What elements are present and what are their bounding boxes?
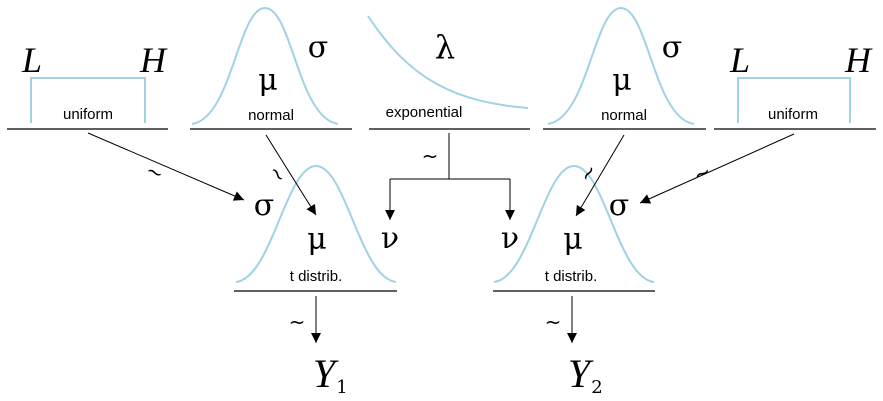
t-label-right: t distrib. [545,268,598,285]
normal-sd-symbol-left: σ [308,30,328,65]
distributed-as-marks: ~ ~ ~ ~ ~ ~ ~ [142,144,714,334]
tilde-normal-right: ~ [573,159,602,186]
t-df-symbol-left: ν [381,221,399,256]
outcome-subscript-y1: 1 [336,377,347,398]
outcome-y2: Y 2 [568,351,603,398]
t-curve-right [493,164,655,283]
normal-sd-symbol-right: σ [662,30,682,65]
exponential-prior: λ exponential [367,15,530,130]
outcome-symbol-y1: Y [313,351,339,396]
uniform-high-symbol-right: H [844,40,873,80]
uniform-high-symbol-left: H [139,40,168,80]
uniform-prior-right: L H uniform [714,40,876,130]
arrow-uniform-left-to-sigma [87,132,245,201]
outcome-y1: Y 1 [313,351,348,398]
normal-mean-symbol-left: μ [258,63,278,98]
normal-prior-left: μ σ normal [190,6,352,130]
t-df-symbol-right: ν [501,221,519,256]
normal-curve-left [191,6,339,125]
normal-prior-right: μ σ normal [543,6,706,130]
tilde-uniform-left: ~ [142,158,167,187]
normal-label-left: normal [248,107,294,124]
tilde-exponential: ~ [422,144,439,168]
tilde-uniform-right: ~ [689,159,714,188]
outcome-subscript-y2: 2 [591,377,602,398]
uniform-prior-left: L H uniform [7,40,168,130]
tilde-normal-left: ~ [263,160,292,187]
tilde-t-left: ~ [289,310,306,334]
outcome-symbol-y2: Y [568,351,594,396]
t-scale-symbol-left: σ [254,188,274,223]
uniform-label-right: uniform [768,106,818,123]
dependency-arrows [87,132,795,343]
exponential-label: exponential [386,104,463,121]
arrow-normal-right-to-mu [575,134,625,217]
exponential-rate-symbol: λ [435,28,455,66]
exponential-curve [367,15,529,109]
t-mean-symbol-left: μ [307,222,327,257]
uniform-low-symbol-left: L [21,40,42,80]
normal-curve-right [547,6,695,125]
tilde-t-right: ~ [545,310,562,334]
t-curve-left [235,164,397,283]
t-label-left: t distrib. [290,268,343,285]
t-scale-symbol-right: σ [609,188,629,223]
arrow-normal-left-to-mu [265,134,317,216]
t-distribution-left: σ μ ν t distrib. [234,164,399,292]
normal-label-right: normal [601,107,647,124]
uniform-low-symbol-right: L [729,40,750,80]
t-distribution-right: ν μ σ t distrib. [493,164,655,292]
uniform-shape-right [737,77,851,123]
t-mean-symbol-right: μ [563,222,583,257]
uniform-label-left: uniform [63,106,113,123]
arrow-uniform-right-to-sigma [639,133,795,204]
normal-mean-symbol-right: μ [612,63,632,98]
uniform-shape-left [30,77,146,123]
